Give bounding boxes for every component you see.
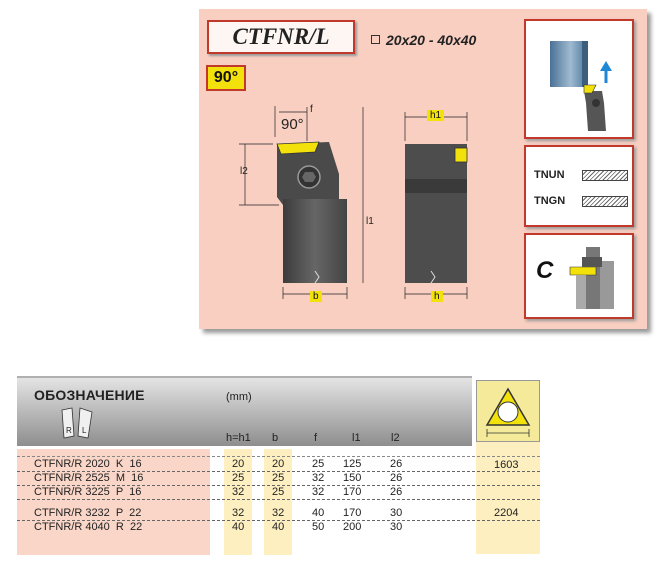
insert-code: TNUN [534, 169, 565, 181]
row-l1: 170 [343, 507, 362, 519]
hand-icon [61, 407, 93, 439]
insert-types-card: TNUN TNGN [524, 145, 634, 227]
square-icon [371, 35, 380, 44]
row-h: 20 [232, 458, 245, 470]
hand-label-l: L [82, 426, 87, 435]
triangle-insert-icon [485, 387, 531, 437]
tool-drawing [239, 106, 468, 299]
row-code: CTFNR/R 3225 P 16 [34, 486, 142, 498]
row-l1: 150 [343, 472, 362, 484]
row-divider [17, 471, 540, 472]
col-head-l1: l1 [352, 432, 361, 444]
tool-side-view [405, 144, 467, 283]
hand-label-r: R [66, 426, 72, 435]
dim-b: b [310, 291, 322, 302]
row-h: 32 [232, 507, 245, 519]
row-l2: 26 [390, 458, 403, 470]
insert-ref: 1603 [494, 459, 519, 471]
row-l2: 30 [390, 521, 403, 533]
angle-label: 90° [281, 116, 304, 133]
insert-row-tngn: TNGN [534, 195, 628, 207]
row-code: CTFNR/R 2020 K 16 [34, 458, 142, 470]
insert-row-tnun: TNUN [534, 169, 628, 181]
row-l1: 125 [343, 458, 362, 470]
row-l2: 30 [390, 507, 403, 519]
row-b: 20 [272, 458, 285, 470]
table-header [17, 378, 472, 446]
clamp-type-letter: C [536, 257, 554, 284]
row-h: 32 [232, 486, 245, 498]
row-f: 50 [312, 521, 325, 533]
hatch-swatch [582, 195, 628, 207]
dim-f: f [310, 104, 313, 115]
hatch-swatch [582, 169, 628, 181]
h-column-bg [224, 449, 252, 555]
row-h: 25 [232, 472, 245, 484]
model-title: CTFNR/L [207, 20, 355, 54]
insert-shape-header [476, 380, 540, 442]
table-header-rule [17, 376, 472, 378]
tool-spec-panel: CTFNR/L 90° 20x20 - 40x40 [199, 9, 647, 329]
insert-code: TNGN [534, 195, 566, 207]
col-head-l2: l2 [391, 432, 400, 444]
row-code: CTFNR/R 2525 M 16 [34, 472, 144, 484]
row-f: 25 [312, 458, 325, 470]
designation-label: ОБОЗНАЧЕНИЕ [34, 387, 145, 403]
row-divider [17, 520, 540, 521]
dim-l2: l2 [240, 166, 248, 177]
arrow-up-icon [600, 61, 612, 71]
dim-l1: l1 [366, 216, 374, 227]
dim-h1: h1 [427, 110, 445, 121]
clamp-icon [569, 247, 614, 309]
row-b: 32 [272, 507, 285, 519]
row-code: CTFNR/R 4040 R 22 [34, 521, 143, 533]
row-b: 40 [272, 521, 285, 533]
row-l1: 170 [343, 486, 362, 498]
insert-ref: 2204 [494, 507, 519, 519]
shank-range: 20x20 - 40x40 [371, 32, 476, 48]
row-f: 40 [312, 507, 325, 519]
row-f: 32 [312, 486, 325, 498]
row-h: 40 [232, 521, 245, 533]
insert-side [454, 147, 468, 163]
code-column-bg [17, 449, 210, 555]
b-column-bg [264, 449, 292, 555]
row-code: CTFNR/R 3232 P 22 [34, 507, 142, 519]
row-divider [17, 485, 540, 486]
col-head-f: f [314, 432, 318, 444]
unit-label: (mm) [226, 391, 252, 403]
col-head-b: b [272, 432, 279, 444]
row-b: 25 [272, 472, 285, 484]
row-l2: 26 [390, 486, 403, 498]
row-divider [17, 456, 540, 457]
clamp-card: C [524, 233, 634, 319]
row-l1: 200 [343, 521, 362, 533]
row-divider [17, 499, 540, 500]
angle-badge: 90° [206, 65, 246, 91]
col-head-h: h=h1 [226, 432, 251, 444]
insert-front [276, 141, 320, 155]
application-card [524, 19, 634, 139]
dim-h: h [431, 291, 443, 302]
shank-range-text: 20x20 - 40x40 [386, 32, 477, 48]
row-f: 32 [312, 472, 325, 484]
row-b: 25 [272, 486, 285, 498]
row-l2: 26 [390, 472, 403, 484]
workpiece-icon [550, 41, 612, 131]
